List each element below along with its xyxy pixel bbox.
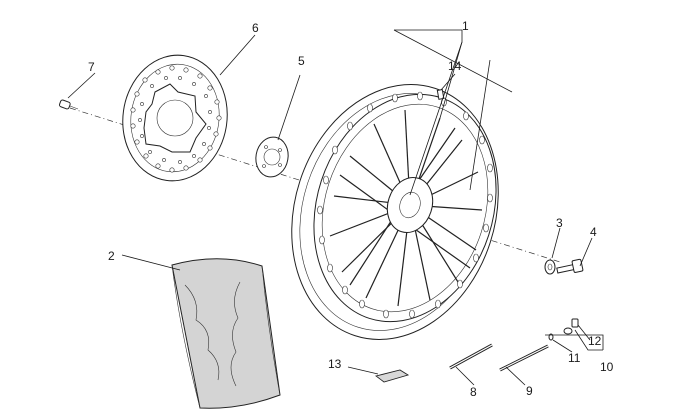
bolt-icon	[556, 258, 584, 274]
clip-icon	[374, 369, 410, 383]
spoked-wheel-icon	[291, 84, 499, 340]
callout-7: 7	[88, 60, 95, 74]
hub-flange-icon	[255, 136, 289, 178]
callout-3: 3	[556, 216, 563, 230]
callout-10: 10	[600, 360, 614, 374]
spoke-icon	[449, 343, 549, 372]
callout-8: 8	[470, 385, 477, 399]
callout-1: 1	[462, 19, 469, 33]
callout-2: 2	[108, 249, 115, 263]
tyre-icon	[171, 258, 281, 409]
callout-5: 5	[298, 54, 305, 68]
brake-disc-icon	[122, 54, 228, 182]
leader-lines	[67, 29, 604, 386]
nipple-icon	[548, 318, 579, 341]
screw-icon	[58, 99, 79, 110]
callout-9: 9	[526, 384, 533, 398]
callout-11: 11	[568, 351, 581, 365]
callout-4: 4	[590, 225, 597, 239]
callout-12: 12	[588, 334, 602, 348]
callout-13: 13	[328, 357, 342, 371]
washer-icon	[544, 259, 556, 275]
callout-6: 6	[252, 21, 259, 35]
callout-14: 14	[448, 59, 462, 73]
valve-screw-icon	[436, 88, 445, 100]
